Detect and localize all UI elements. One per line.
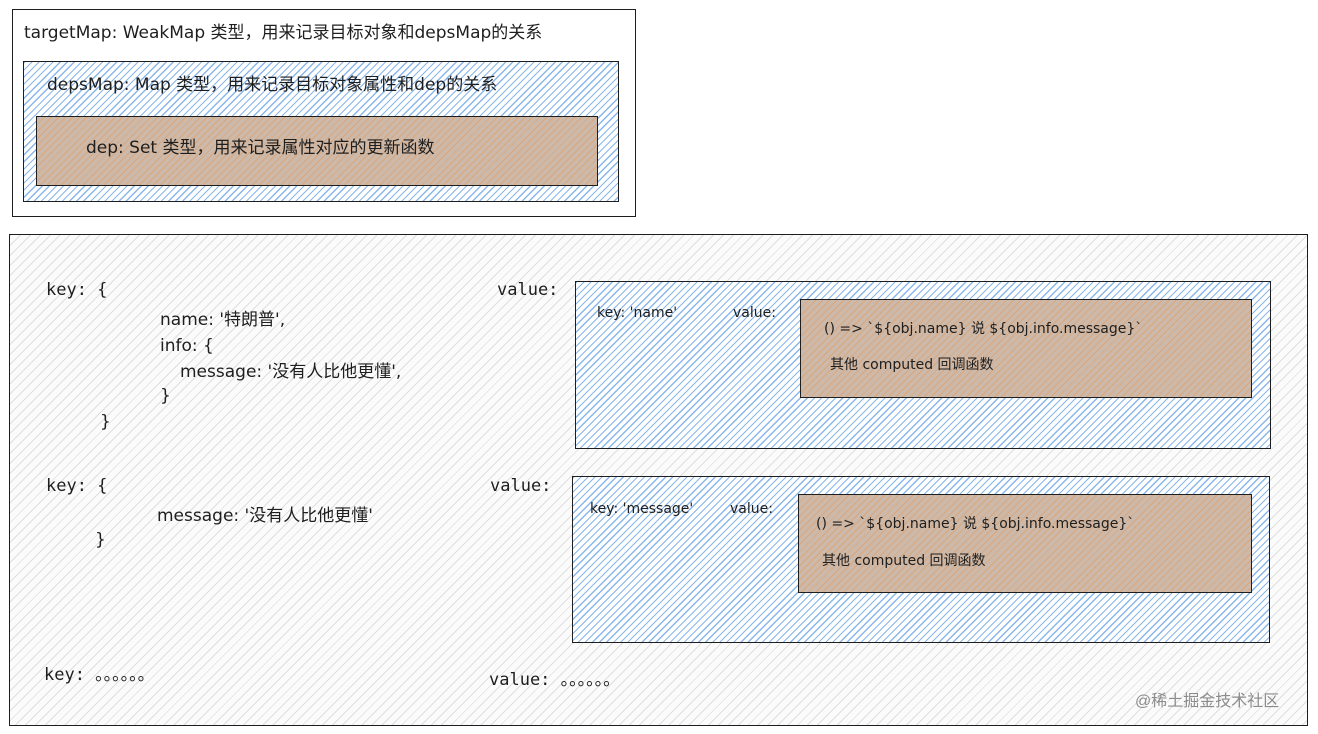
entry1-key-line-close-inner: } [160, 386, 171, 406]
entry2-dep-fn: () => `${obj.name} 说 ${obj.info.message}… [816, 516, 1135, 532]
entry1-key-line-name: name: '特朗普', [160, 310, 286, 330]
entry1-dep-other: 其他 computed 回调函数 [830, 357, 994, 373]
entry2-dep-other: 其他 computed 回调函数 [822, 553, 986, 569]
entry2-value-label: value: [490, 476, 552, 496]
entry1-value-label: value: [497, 280, 559, 300]
entry1-key-line-info: info: { [160, 336, 214, 356]
entry1-deps-key: key: 'name' [597, 305, 678, 321]
entry1-dep-fn: () => `${obj.name} 说 ${obj.info.message}… [824, 321, 1143, 337]
legend-dep-box [36, 116, 598, 186]
legend-dep-text: dep: Set 类型，用来记录属性对应的更新函数 [86, 138, 435, 158]
entry2-key-line-message: message: '没有人比他更懂' [157, 506, 373, 526]
entry1-key-label: key: { [46, 280, 108, 300]
more-value-label: value: 。。。。。。 [489, 670, 621, 690]
entry2-key-label: key: { [46, 476, 108, 496]
entry2-key-close: } [95, 530, 106, 550]
more-key-label: key: 。。。。。。 [44, 665, 155, 685]
entry2-dep-set-box [798, 494, 1252, 593]
legend-target-map-text: targetMap: WeakMap 类型，用来记录目标对象和depsMap的关… [24, 23, 543, 43]
entry1-dep-set-box [800, 299, 1252, 398]
entry1-deps-value-label: value: [733, 305, 776, 321]
watermark: @稀土掘金技术社区 [1135, 693, 1280, 710]
entry1-key-close: } [100, 412, 111, 432]
legend-deps-map-text: depsMap: Map 类型，用来记录目标对象属性和dep的关系 [47, 75, 498, 95]
entry2-deps-key: key: 'message' [590, 501, 694, 517]
entry2-deps-value-label: value: [730, 501, 773, 517]
entry1-key-line-message: message: '没有人比他更懂', [180, 362, 402, 382]
